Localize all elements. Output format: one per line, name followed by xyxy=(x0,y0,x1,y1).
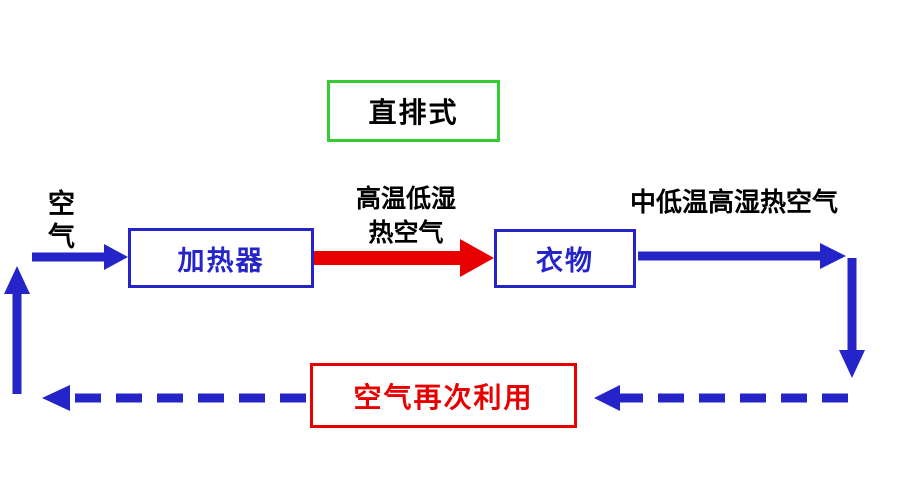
hot-dry-air-label: 高温低湿热空气 xyxy=(356,184,457,247)
heater-node: 加热器 xyxy=(128,228,314,288)
humid-air-label: 中低温高湿热空气 xyxy=(630,188,839,218)
clothes-node: 衣物 xyxy=(494,229,636,288)
return-dashed-left-arrow xyxy=(42,385,306,411)
heater-label: 加热器 xyxy=(177,245,265,277)
air-reuse-node: 空气再次利用 xyxy=(310,363,577,428)
humid-air-arrow xyxy=(638,243,846,269)
title-box: 直排式 xyxy=(327,80,500,142)
clothes-label: 衣物 xyxy=(536,246,594,277)
right-down-arrow xyxy=(839,258,865,378)
inlet-air-label: 空气 xyxy=(48,189,75,253)
title-label: 直排式 xyxy=(368,96,459,129)
return-dashed-right-arrow xyxy=(594,385,848,411)
left-up-arrow xyxy=(4,266,30,394)
hot-air-arrow xyxy=(314,239,494,277)
air-reuse-label: 空气再次利用 xyxy=(353,380,534,414)
inlet-air-arrow xyxy=(32,244,128,270)
